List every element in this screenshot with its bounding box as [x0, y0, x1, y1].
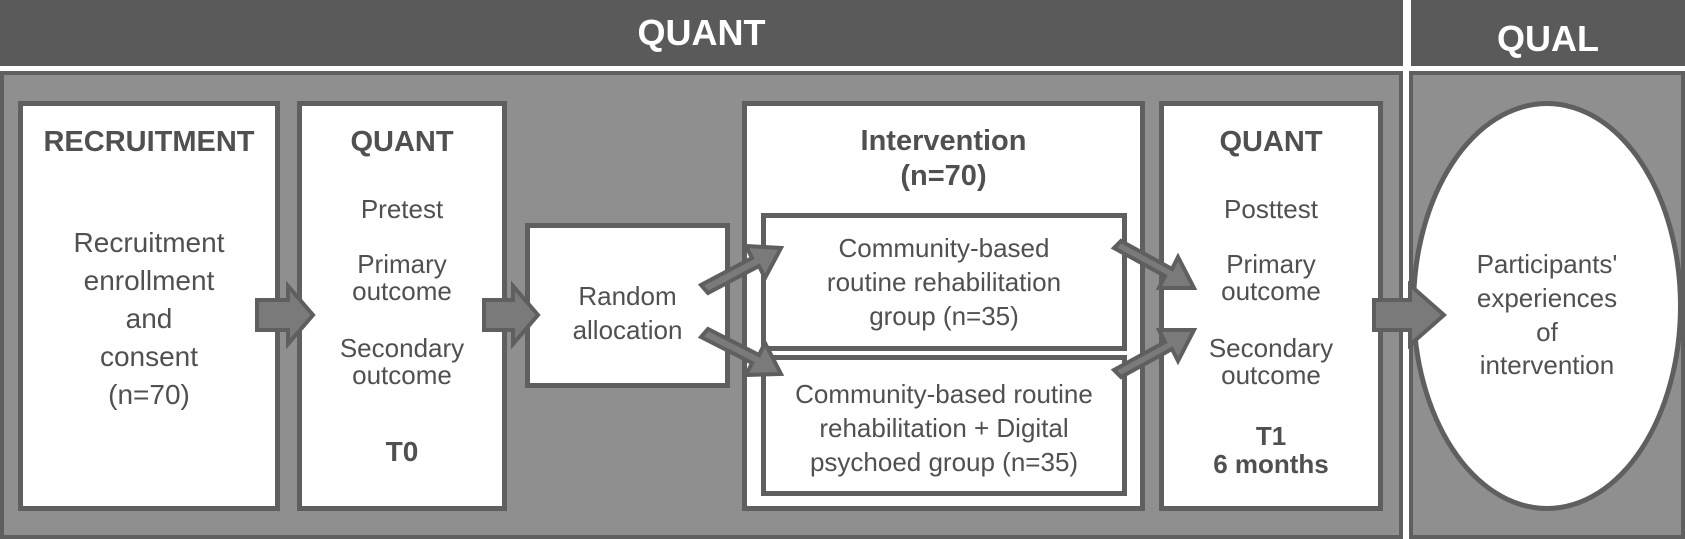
- posttest-title: QUANT: [1219, 126, 1323, 158]
- intervention-group-2: Community-based routine rehabilitation +…: [761, 355, 1127, 496]
- pretest-box: QUANT Pretest Primary outcome Secondary …: [297, 101, 507, 511]
- recruitment-body: Recruitment enrollment and consent (n=70…: [73, 227, 225, 411]
- quant-header-label: QUANT: [637, 12, 766, 53]
- posttest-primary-outcome: Primary outcome: [1221, 249, 1321, 307]
- intervention-group-2-label: Community-based routine rehabilitation +…: [795, 379, 1093, 477]
- arrow-allocation-to-group-2: [697, 326, 785, 378]
- recruitment-box: RECRUITMENT Recruitment enrollment and c…: [18, 101, 280, 511]
- pretest-title: QUANT: [350, 126, 454, 158]
- posttest-secondary-outcome: Secondary outcome: [1208, 333, 1334, 391]
- posttest-time-label: T1 6 months: [1213, 421, 1329, 480]
- recruitment-title: RECRUITMENT: [43, 126, 255, 158]
- pretest-time-label: T0: [385, 436, 419, 467]
- qual-ellipse: Participants' experiences of interventio…: [1411, 101, 1683, 511]
- arrow-group-2-to-posttest: [1110, 328, 1198, 380]
- pretest-primary-outcome: Primary outcome: [352, 249, 452, 307]
- qual-header: QUAL: [1411, 0, 1685, 66]
- arrow-allocation-to-group-1: [697, 243, 785, 296]
- quant-header: QUANT: [0, 0, 1403, 66]
- intervention-group-1: Community-based routine rehabilitation g…: [761, 213, 1127, 351]
- arrow-pretest-to-allocation: [482, 280, 541, 350]
- posttest-box: QUANT Posttest Primary outcome Secondary…: [1159, 101, 1383, 511]
- qual-header-label: QUAL: [1497, 18, 1599, 59]
- pretest-secondary-outcome: Secondary outcome: [339, 333, 465, 391]
- posttest-label: Posttest: [1224, 194, 1318, 224]
- arrow-posttest-to-qual: [1372, 280, 1448, 350]
- intervention-group-1-label: Community-based routine rehabilitation g…: [826, 233, 1062, 331]
- arrow-recruitment-to-pretest: [255, 280, 316, 350]
- arrow-group-1-to-posttest: [1110, 238, 1198, 290]
- pretest-label: Pretest: [360, 194, 444, 224]
- intervention-title: Intervention (n=70): [860, 125, 1027, 192]
- random-allocation-label: Random allocation: [572, 281, 683, 345]
- qual-label: Participants' experiences of interventio…: [1476, 249, 1618, 381]
